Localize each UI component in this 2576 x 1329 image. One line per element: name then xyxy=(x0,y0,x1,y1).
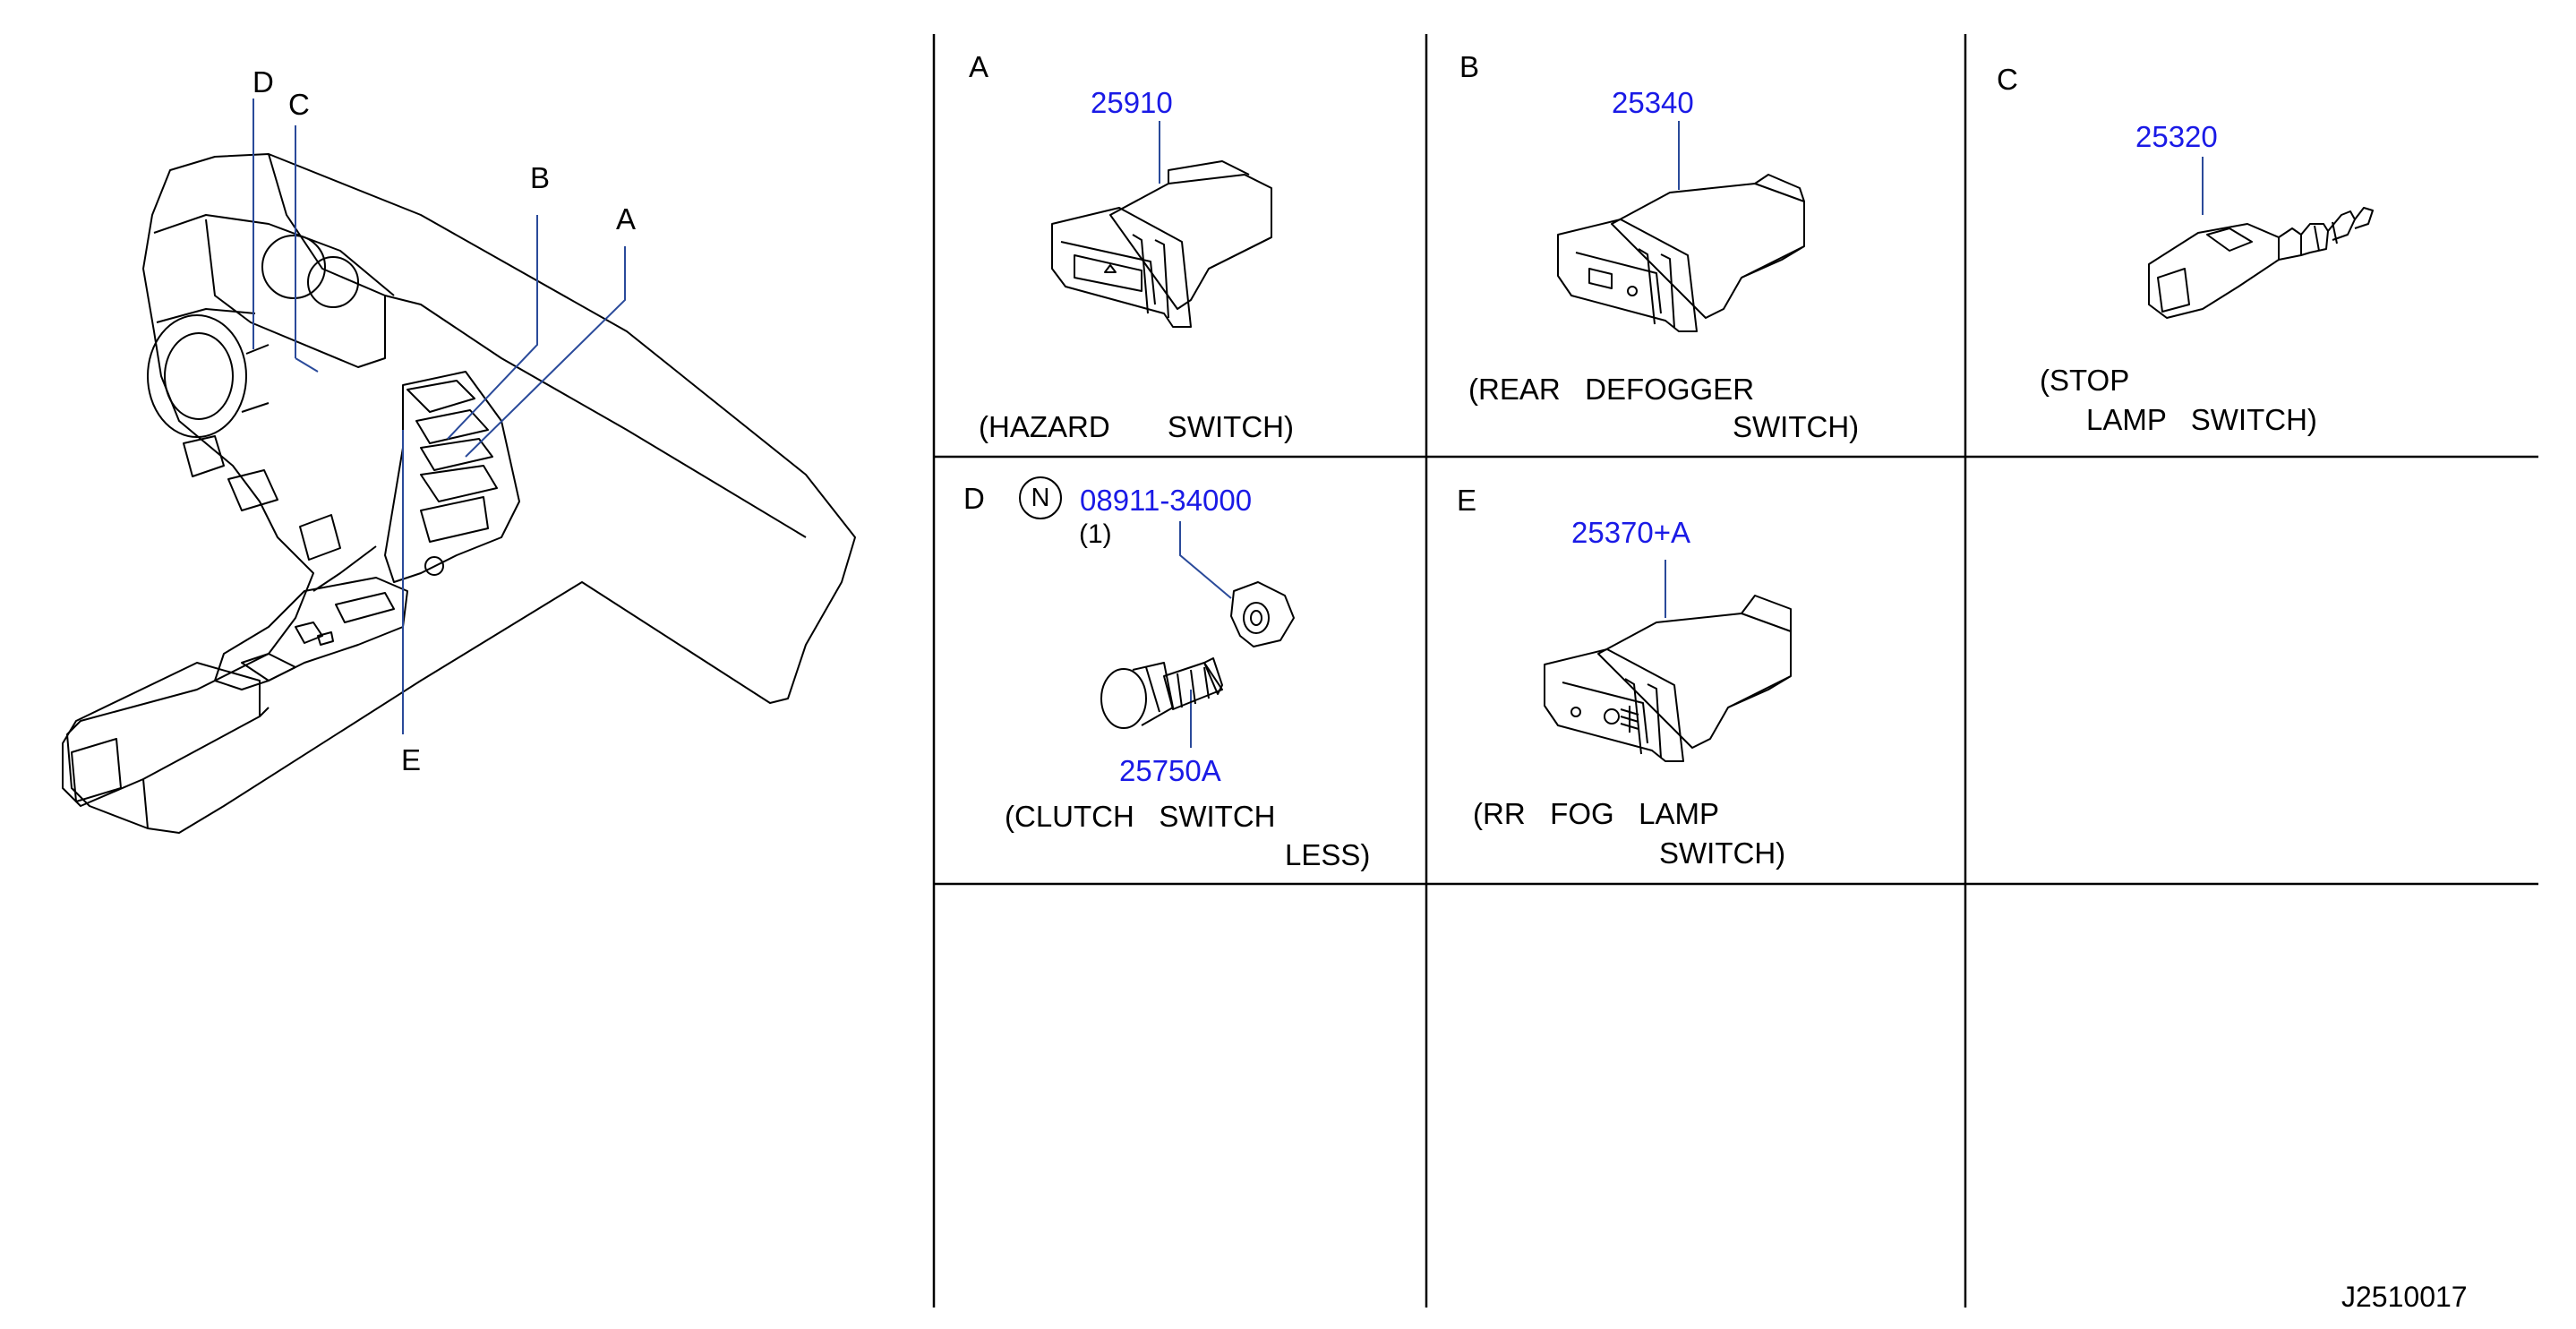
panel-e-part-number: 25370+A xyxy=(1571,516,1691,549)
panel-a-part-number: 25910 xyxy=(1091,86,1173,119)
callout-c: C xyxy=(288,88,310,121)
panel-a-label: A xyxy=(969,50,989,83)
panel-d-title-line-1: (CLUTCH SWITCH xyxy=(1005,800,1276,833)
panel-b-label: B xyxy=(1459,50,1480,83)
callout-d: D xyxy=(252,65,274,99)
panel-d-part-number: 08911-34000 xyxy=(1080,484,1253,517)
clutch-plug-drawing xyxy=(1100,581,1295,729)
note-n-symbol: N xyxy=(1019,476,1062,519)
rear-defogger-switch-drawing xyxy=(1557,174,1805,332)
panel-c-part-number: 25320 xyxy=(2135,120,2218,153)
callout-a: A xyxy=(616,202,637,236)
panel-d-part-number-2: 25750A xyxy=(1119,754,1221,787)
diagram-code: J2510017 xyxy=(2341,1281,2468,1313)
panel-c-title-line-1: (STOP xyxy=(2040,364,2130,397)
panel-e-title-line-2: SWITCH) xyxy=(1659,836,1786,870)
panel-d-quantity: (1) xyxy=(1079,519,1112,549)
panel-c-label: C xyxy=(1997,63,2018,96)
grid-lines xyxy=(932,34,2538,1308)
stop-lamp-switch-drawing xyxy=(2148,207,2374,319)
panel-c-title-line-2: LAMP SWITCH) xyxy=(2086,403,2317,436)
callout-e: E xyxy=(401,743,422,776)
panel-leader-lines xyxy=(1159,121,2204,748)
dashboard-illustration xyxy=(62,153,856,834)
panel-e-title-line-1: (RR FOG LAMP xyxy=(1473,797,1720,830)
panel-a-title: (HAZARD SWITCH) xyxy=(979,410,1294,443)
panel-b-title-line-1: (REAR DEFOGGER xyxy=(1468,373,1755,406)
panel-e-label: E xyxy=(1457,484,1477,517)
callout-b: B xyxy=(530,161,551,194)
overview-leader-lines xyxy=(252,99,626,734)
panel-b-title-line-2: SWITCH) xyxy=(1733,410,1860,443)
hazard-switch-drawing xyxy=(1051,160,1272,328)
rr-fog-lamp-switch-drawing xyxy=(1544,595,1792,762)
panel-b-part-number: 25340 xyxy=(1612,86,1694,119)
panel-d-label: D xyxy=(963,482,985,515)
panel-d-title-line-2: LESS) xyxy=(1285,838,1371,871)
